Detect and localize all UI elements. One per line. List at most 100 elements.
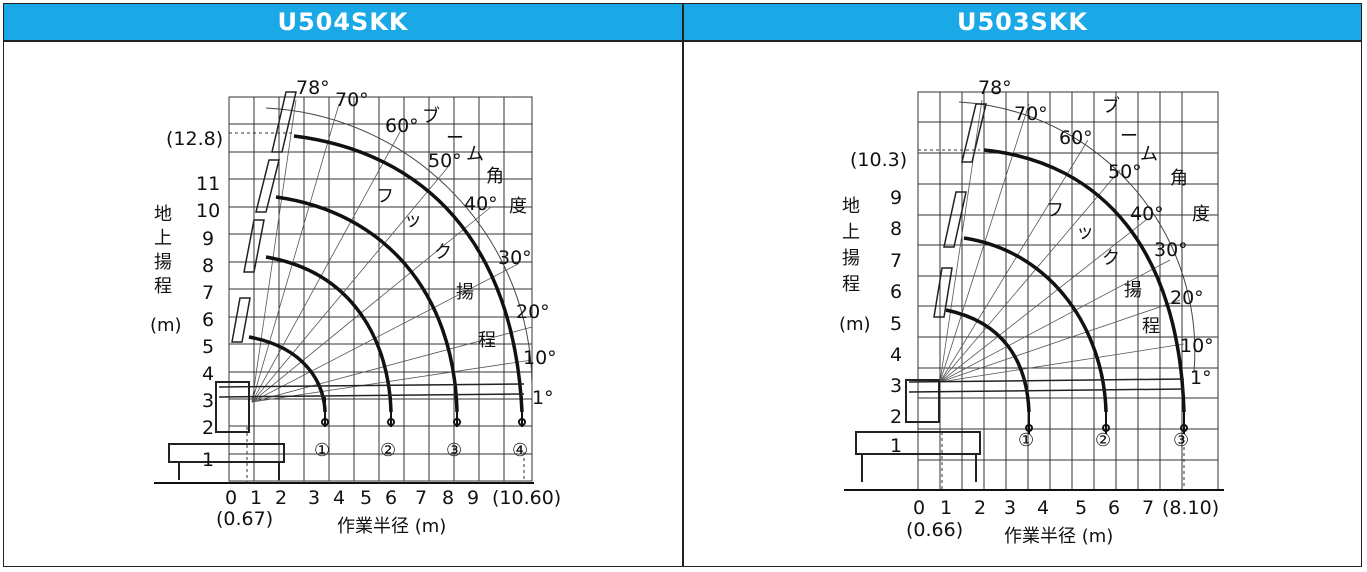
angle-label: 50° [1108,161,1142,183]
y-tick: 1 [202,449,214,471]
hook-height-label: 揚 [1124,280,1142,301]
panel-u503skk: U503SKK [684,4,1361,566]
y-extra-tick: (12.8) [166,128,223,150]
x-tick: 9 [467,487,479,509]
angle-label: 78° [978,77,1012,99]
y-axis-label: 地 [154,204,172,225]
x-tick: 4 [333,487,345,509]
hook-height-label: フ [1046,200,1064,221]
boom-section-label: ③ [1173,430,1189,451]
x-extra-tick: (10.60) [492,487,561,509]
y-axis-label: 程 [842,274,860,295]
x-tick: 6 [1108,497,1120,519]
y-axis-unit: (m) [839,314,871,335]
angle-label: 30° [1154,239,1188,261]
hook-height-label: 程 [1142,316,1160,337]
y-axis-unit: (m) [150,315,182,336]
y-tick: 7 [890,250,902,272]
y-axis-label: 地 [842,196,860,217]
y-tick: 4 [890,344,902,366]
y-extra-tick: (10.3) [850,149,907,171]
y-tick: 7 [202,282,214,304]
panel-u504skk: U504SKK [4,4,684,566]
hook-height-label: 程 [478,330,496,351]
boom-section-label: ① [1018,430,1034,451]
x-tick: 6 [385,487,397,509]
y-tick: 10 [196,200,220,222]
angle-label: 40° [464,193,498,215]
boom-section-label: ④ [512,440,528,461]
y-tick: 4 [202,363,214,385]
x-tick: 7 [1142,497,1154,519]
angle-label: 30° [498,247,532,269]
x-tick: 0 [913,497,925,519]
angle-label: 1° [532,387,554,409]
x-tick: 3 [308,487,320,509]
angle-label: 60° [385,115,419,137]
angle-label: 60° [1059,127,1093,149]
y-tick: 2 [202,417,214,439]
x-tick: 8 [442,487,454,509]
y-tick: 3 [202,390,214,412]
diagram-frame: U504SKK [3,3,1362,567]
angle-label: 50° [428,150,462,172]
y-tick: 1 [890,435,902,457]
hook-height-label: ッ [1076,222,1094,243]
boom-angle-label: 度 [1192,204,1210,225]
y-axis-label: 揚 [154,252,172,273]
y-axis-label: 揚 [842,248,860,269]
x-extra-tick: (8.10) [1162,497,1219,519]
boom-angle-label: ー [1120,126,1138,147]
y-tick: 5 [890,313,902,335]
y-axis-label: 上 [842,222,860,243]
x-axis-label: 作業半径 (m) [1004,526,1113,547]
y-tick: 9 [890,187,902,209]
working-range-diagram-u503skk: 1 2 3 4 5 6 7 8 9 (10.3) 0 1 2 3 4 5 6 7… [839,77,1224,547]
x-tick: 5 [1075,497,1087,519]
y-tick: 9 [202,228,214,250]
x-tick: 2 [974,497,986,519]
angle-label: 40° [1130,203,1164,225]
angle-label: 70° [1014,103,1048,125]
y-axis-label: 上 [154,228,172,249]
boom-section-label: ③ [446,440,462,461]
y-tick: 11 [196,173,220,195]
hook-height-label: ク [434,242,452,263]
x-tick: 2 [275,487,287,509]
y-tick: 8 [890,218,902,240]
working-range-diagram-u504skk: 1 2 3 4 5 6 7 8 9 10 11 (12.8) 0 1 2 3 4… [150,77,561,537]
boom-angle-label: ブ [422,105,440,127]
boom-angle-label: ブ [1102,95,1120,117]
boom-section-label: ① [314,440,330,461]
angle-label: 78° [296,77,330,99]
hook-height-label: ッ [404,210,422,231]
x-tick: 1 [940,497,952,519]
y-tick: 8 [202,255,214,277]
angle-label: 70° [335,89,369,111]
x-tick: 1 [250,487,262,509]
x-tick: 7 [415,487,427,509]
boom-angle-label: ー [446,128,464,149]
hook-height-label: 揚 [456,282,474,303]
y-tick: 5 [202,336,214,358]
angle-label: 10° [523,347,557,369]
x-sub-tick: (0.66) [906,519,963,541]
boom-angle-label: ム [466,144,484,165]
boom-angle-label: 角 [486,166,504,187]
boom-angle-label: 度 [509,196,527,217]
y-axis-label: 程 [154,276,172,297]
hook-height-label: ク [1102,248,1120,269]
boom-section-label: ② [380,440,396,461]
x-sub-tick: (0.67) [216,508,273,530]
y-tick: 2 [890,406,902,428]
angle-label: 20° [516,301,550,323]
x-axis-label: 作業半径 (m) [337,516,446,537]
boom-angle-label: ム [1140,144,1158,165]
x-tick: 0 [225,487,237,509]
boom-section-label: ② [1095,430,1111,451]
panel-title: U503SKK [684,4,1361,42]
y-tick: 6 [890,281,902,303]
y-tick: 6 [202,309,214,331]
x-tick: 3 [1004,497,1016,519]
angle-label: 1° [1190,367,1212,389]
